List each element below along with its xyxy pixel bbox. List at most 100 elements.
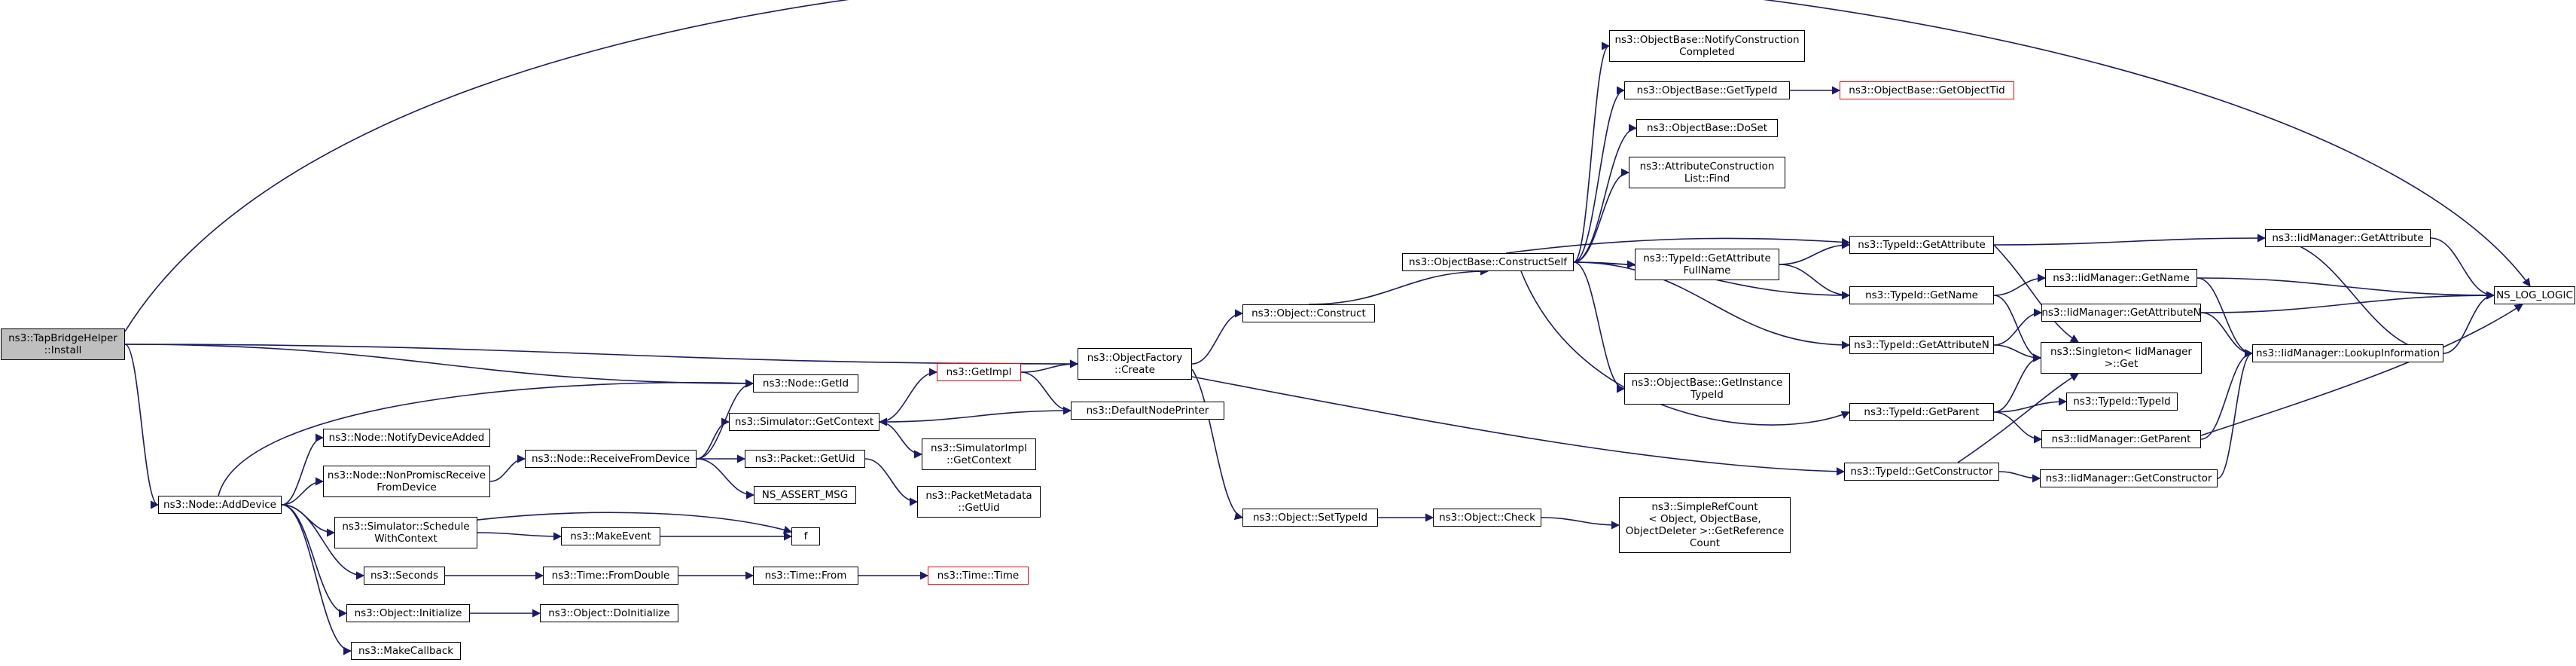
call-edge-get_impl-to-default_node_printer bbox=[1020, 371, 1072, 415]
call-edge-object_factory_create-to-object_construct bbox=[1191, 309, 1244, 365]
call-edge-add_device-to-non_promisc bbox=[281, 477, 325, 506]
call-edge-get_context-to-simimpl_get_context bbox=[879, 421, 923, 459]
node-iidmanager-getattributen[interactable]: ns3::IidManager::GetAttributeN bbox=[2041, 304, 2201, 322]
node-object-check[interactable]: ns3::Object::Check bbox=[1433, 509, 1541, 527]
node-object-construct[interactable]: ns3::Object::Construct bbox=[1242, 304, 1375, 322]
call-edge-root-to-add_device bbox=[124, 344, 160, 509]
call-edge-schedule_with_context-to-make_event bbox=[477, 532, 562, 541]
node-iidmanager-getconstructor[interactable]: ns3::IidManager::GetConstructor bbox=[2040, 469, 2218, 487]
node-typeid-getname[interactable]: ns3::TypeId::GetName bbox=[1849, 286, 1994, 304]
call-edge-tid_get_name-to-singleton_get bbox=[1993, 295, 2042, 362]
call-edge-root-to-object_factory_create bbox=[124, 344, 1079, 368]
call-edge-tid_get_attribute-to-singleton_get bbox=[1993, 244, 2079, 343]
node-node-getid[interactable]: ns3::Node::GetId bbox=[753, 374, 858, 393]
call-edge-construct_self-to-tid_get_attribute_n bbox=[1573, 261, 1851, 350]
node-object-doinitialize[interactable]: ns3::Object::DoInitialize bbox=[540, 604, 678, 622]
call-edge-tid_get_parent-to-singleton_get bbox=[1993, 353, 2042, 413]
call-edge-get_attribute_full_name-to-tid_get_attribute bbox=[1779, 240, 1851, 265]
node-time-time[interactable]: ns3::Time::Time bbox=[928, 567, 1029, 585]
call-edge-schedule_with_context-to-f bbox=[477, 512, 793, 534]
call-edge-object_factory_create-to-object_set_type_id bbox=[1191, 368, 1244, 521]
node-packet-getuid[interactable]: ns3::Packet::GetUid bbox=[745, 450, 865, 468]
call-edge-root-to-ns_log_logic bbox=[124, 0, 2531, 332]
node-attributeconstructionlist-find[interactable]: ns3::AttributeConstruction List::Find bbox=[1629, 157, 1785, 188]
node-time-fromdouble[interactable]: ns3::Time::FromDouble bbox=[543, 567, 678, 585]
node-simulatorimpl-getcontext[interactable]: ns3::SimulatorImpl ::GetContext bbox=[922, 438, 1036, 470]
call-edge-packet_get_uid-to-packet_metadata_get_uid bbox=[864, 458, 919, 506]
call-edge-object_factory_create-to-tid_get_constructor bbox=[1191, 376, 1846, 476]
call-edge-construct_self-to-tid_get_attribute bbox=[1505, 237, 1851, 254]
node-objectbase-getobjecttid[interactable]: ns3::ObjectBase::GetObjectTid bbox=[1840, 81, 2014, 99]
call-edge-iid_get_attribute_n-to-ns_log_logic bbox=[2200, 291, 2495, 313]
call-edge-construct_self-to-notify_construction bbox=[1573, 41, 1611, 263]
node-typeid-getparent[interactable]: ns3::TypeId::GetParent bbox=[1849, 403, 1994, 421]
call-edge-iid_get_attribute-to-ns_log_logic bbox=[2430, 237, 2495, 300]
node-getimpl[interactable]: ns3::GetImpl bbox=[937, 363, 1021, 381]
node-simplerefcount-getreferencecount[interactable]: ns3::SimpleRefCount < Object, ObjectBase… bbox=[1619, 497, 1791, 553]
call-edge-iid_get_parent-to-ns_log_logic bbox=[2200, 304, 2523, 436]
call-edge-construct_self-to-attr_list_find bbox=[1573, 168, 1630, 263]
call-edge-tid_get_attribute-to-iid_get_attribute bbox=[1993, 234, 2267, 246]
node-ns-assert-msg[interactable]: NS_ASSERT_MSG bbox=[754, 486, 856, 504]
node-typeid-getconstructor[interactable]: ns3::TypeId::GetConstructor bbox=[1844, 463, 1999, 481]
call-edge-add_device-to-get_id bbox=[218, 379, 755, 496]
node-objectfactory-create[interactable]: ns3::ObjectFactory ::Create bbox=[1078, 348, 1192, 380]
node-objectbase-notifyconstructioncompleted[interactable]: ns3::ObjectBase::NotifyConstruction Comp… bbox=[1609, 30, 1805, 62]
call-edge-get_impl-to-object_factory_create bbox=[1020, 359, 1079, 373]
call-edge-receive_from_device-to-ns_assert_msg bbox=[696, 458, 755, 500]
call-edge-object_check-to-simple_ref_count bbox=[1541, 517, 1620, 530]
node-object-initialize[interactable]: ns3::Object::Initialize bbox=[346, 604, 470, 622]
node-objectbase-gettypeid[interactable]: ns3::ObjectBase::GetTypeId bbox=[1624, 81, 1790, 99]
call-edge-root-to-get_id bbox=[124, 344, 755, 388]
node-node-receivefromdevice[interactable]: ns3::Node::ReceiveFromDevice bbox=[525, 450, 697, 468]
node-typeid-getattributen[interactable]: ns3::TypeId::GetAttributeN bbox=[1849, 336, 1994, 354]
call-edge-construct_self-to-get_instance_type_id bbox=[1573, 261, 1626, 393]
node-typeid-typeid[interactable]: ns3::TypeId::TypeId bbox=[2066, 393, 2178, 411]
node-makecallback[interactable]: ns3::MakeCallback bbox=[351, 642, 461, 660]
call-edge-iid_get_attribute-to-iid_lookup_information bbox=[2264, 237, 2445, 358]
call-edge-add_device-to-seconds bbox=[281, 504, 365, 580]
call-edge-object_construct-to-construct_self bbox=[1308, 267, 1489, 305]
node-objectbase-doset[interactable]: ns3::ObjectBase::DoSet bbox=[1636, 119, 1778, 137]
node-node-notifydeviceadded[interactable]: ns3::Node::NotifyDeviceAdded bbox=[323, 429, 490, 447]
call-edge-construct_self-to-tid_get_parent bbox=[1520, 270, 1851, 426]
node-makeevent[interactable]: ns3::MakeEvent bbox=[561, 527, 660, 545]
call-edge-get_attribute_full_name-to-tid_get_name bbox=[1779, 264, 1851, 300]
call-edge-iid_lookup_information-to-ns_log_logic bbox=[2443, 291, 2495, 354]
call-edge-default_node_printer-to-get_context bbox=[878, 410, 1072, 426]
node-object-settypeid[interactable]: ns3::Object::SetTypeId bbox=[1242, 509, 1378, 527]
node-objectbase-constructself[interactable]: ns3::ObjectBase::ConstructSelf bbox=[1402, 253, 1574, 271]
node-singleton-iidmanager-get[interactable]: ns3::Singleton< IidManager >::Get bbox=[2041, 342, 2202, 374]
call-edge-iid_get_constructor-to-iid_lookup_information bbox=[2217, 349, 2254, 479]
node-time-from[interactable]: ns3::Time::From bbox=[753, 567, 858, 585]
node-f[interactable]: f bbox=[791, 527, 820, 545]
node-packetmetadata-getuid[interactable]: ns3::PacketMetadata ::GetUid bbox=[917, 486, 1041, 518]
node-seconds[interactable]: ns3::Seconds bbox=[364, 567, 445, 585]
node-ns-log-logic[interactable]: NS_LOG_LOGIC bbox=[2494, 286, 2575, 304]
node-iidmanager-getparent[interactable]: ns3::IidManager::GetParent bbox=[2041, 430, 2201, 448]
node-node-nonpromiscreceivefromdevice[interactable]: ns3::Node::NonPromiscReceive FromDevice bbox=[323, 466, 490, 497]
node-iidmanager-getname[interactable]: ns3::IidManager::GetName bbox=[2045, 269, 2197, 287]
node-iidmanager-lookupinformation[interactable]: ns3::IidManager::LookupInformation bbox=[2252, 344, 2443, 362]
call-edge-non_promisc-to-receive_from_device bbox=[489, 454, 526, 482]
call-edge-tid_get_constructor-to-singleton_get bbox=[1957, 373, 2079, 463]
node-typeid-getattribute[interactable]: ns3::TypeId::GetAttribute bbox=[1849, 236, 1994, 254]
call-edge-tid_get_parent-to-tid_type_id bbox=[1993, 397, 2068, 413]
call-edge-iid_get_name-to-ns_log_logic bbox=[2196, 277, 2495, 300]
node-node-adddevice[interactable]: ns3::Node::AddDevice bbox=[158, 496, 282, 514]
node-objectbase-getinstancetypeid[interactable]: ns3::ObjectBase::GetInstance TypeId bbox=[1624, 373, 1790, 405]
node-tapbridgehelper-install[interactable]: ns3::TapBridgeHelper ::Install bbox=[1, 328, 125, 360]
node-simulator-getcontext[interactable]: ns3::Simulator::GetContext bbox=[729, 413, 879, 431]
call-edge-tid_get_constructor-to-iid_get_constructor bbox=[1998, 471, 2041, 483]
call-edge-tid_get_parent-to-iid_get_parent bbox=[1993, 411, 2043, 444]
call-edge-receive_from_device-to-get_context bbox=[696, 417, 730, 460]
call-edge-get_context-to-get_impl bbox=[879, 368, 938, 423]
node-simulator-schedulewithcontext[interactable]: ns3::Simulator::Schedule WithContext bbox=[334, 517, 477, 548]
node-iidmanager-getattribute[interactable]: ns3::IidManager::GetAttribute bbox=[2265, 229, 2431, 247]
node-defaultnodeprinter[interactable]: ns3::DefaultNodePrinter bbox=[1071, 402, 1224, 420]
call-edge-iid_get_name-to-iid_lookup_information bbox=[2196, 277, 2254, 358]
node-typeid-getattributefullname[interactable]: ns3::TypeId::GetAttribute FullName bbox=[1635, 249, 1779, 280]
call-edge-construct_self-to-ob_get_type_id bbox=[1573, 86, 1626, 263]
